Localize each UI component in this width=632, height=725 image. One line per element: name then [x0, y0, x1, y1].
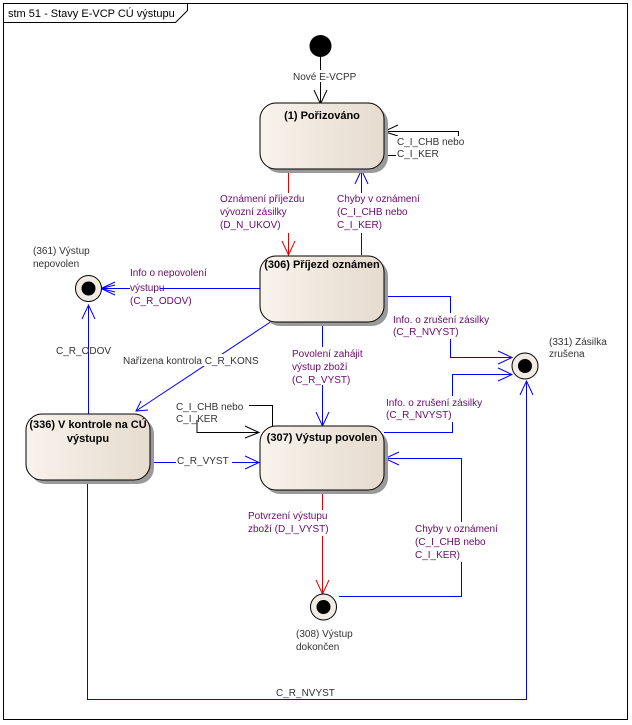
label-nepovoleni-2: výstupu: [130, 283, 164, 294]
label-nepovolen-1: (361) Výstup: [33, 246, 90, 257]
initial-state[interactable]: [309, 35, 332, 57]
label-zrusena-2: zrušena: [549, 349, 585, 360]
transition-nvyst-bottom[interactable]: [87, 379, 534, 700]
final-state-zrusena[interactable]: [511, 352, 539, 380]
label-nepovoleni-3: (C_R_ODOV): [130, 296, 192, 307]
label-potvrzeni-2: zboží (D_I_VYST): [248, 524, 329, 535]
label-kontrola: Nařízena kontrola C_R_KONS: [123, 356, 259, 367]
state-porizovano[interactable]: (1) Pořizováno: [259, 102, 388, 173]
final-state-nepovolen[interactable]: [75, 275, 102, 302]
label-povoleni-1: Povolení zahájit: [292, 349, 363, 360]
label-dokoncen-2: dokončen: [296, 642, 339, 653]
label-chyby-up-1: Chyby v oznámení: [337, 194, 420, 205]
label-chyby-up-3: C_I_KER): [337, 220, 382, 231]
label-zruseni-mid-1: Info. o zrušení zásilky: [386, 398, 482, 409]
label-odov: C_R_ODOV: [56, 346, 111, 357]
state-v-kontrole[interactable]: (336) V kontrole na CÚ výstupu: [25, 413, 154, 484]
label-chyby-low-1: Chyby v oznámení: [415, 524, 498, 535]
label-nepovoleni-1: Info o nepovolení: [130, 268, 207, 279]
label-oznameni-3: (D_N_UKOV): [220, 220, 281, 231]
label-vyst: C_R_VYST: [177, 456, 229, 467]
label-potvrzeni-1: Potvrzení výstupu: [248, 511, 327, 522]
state-title: (307) Výstup povolen: [267, 432, 378, 444]
label-chyby-low-3: C_I_KER): [415, 550, 460, 561]
label-zruseni-mid-2: (C_R_NVYST): [386, 410, 452, 421]
frame-title-tab: [3, 3, 188, 23]
label-chyby-up-2: (C_I_CHB nebo: [337, 207, 408, 218]
label-chb-mid-1: C_I_CHB nebo: [176, 402, 244, 413]
label-initial: Nové E-VCPP: [293, 72, 357, 83]
state-title: (306) Příjezd oznámen: [264, 259, 380, 271]
label-povoleni-2: výstup zboží: [292, 362, 348, 373]
label-chb-mid-2: C_I_KER: [176, 414, 218, 425]
label-zrusena-1: (331) Zásilka: [549, 337, 607, 348]
state-title-line2: výstupu: [67, 433, 109, 445]
label-self-loop-1: C_I_CHB nebo: [397, 137, 465, 148]
label-self-loop-2: C_I_KER: [397, 149, 439, 160]
transition-odov[interactable]: [81, 303, 96, 414]
label-nepovolen-2: nepovolen: [33, 259, 79, 270]
label-dokoncen-1: (308) Výstup: [296, 629, 353, 640]
state-title: (336) V kontrole na CÚ: [29, 418, 146, 431]
state-prijezd-oznamen[interactable]: (306) Příjezd oznámen: [259, 255, 388, 326]
transition-chb-mid[interactable]: [196, 405, 273, 439]
label-zruseni-top-2: (C_R_NVYST): [393, 327, 459, 338]
state-title: (1) Pořizováno: [284, 110, 360, 122]
label-oznameni-1: Oznámení příjezdu: [220, 194, 305, 205]
label-povoleni-3: (C_R_VYST): [292, 375, 350, 386]
state-vystup-povolen[interactable]: (307) Výstup povolen: [259, 425, 388, 494]
label-oznameni-2: vývozní zásilky: [220, 207, 287, 218]
frame-title: stm 51 - Stavy E-VCP CÚ výstupu: [8, 7, 175, 20]
final-state-dokoncen[interactable]: [310, 593, 337, 621]
label-zruseni-top-1: Info. o zrušení zásilky: [393, 315, 489, 326]
label-chyby-low-2: (C_I_CHB nebo: [415, 537, 486, 548]
label-nvyst-bottom: C_R_NVYST: [276, 688, 335, 699]
